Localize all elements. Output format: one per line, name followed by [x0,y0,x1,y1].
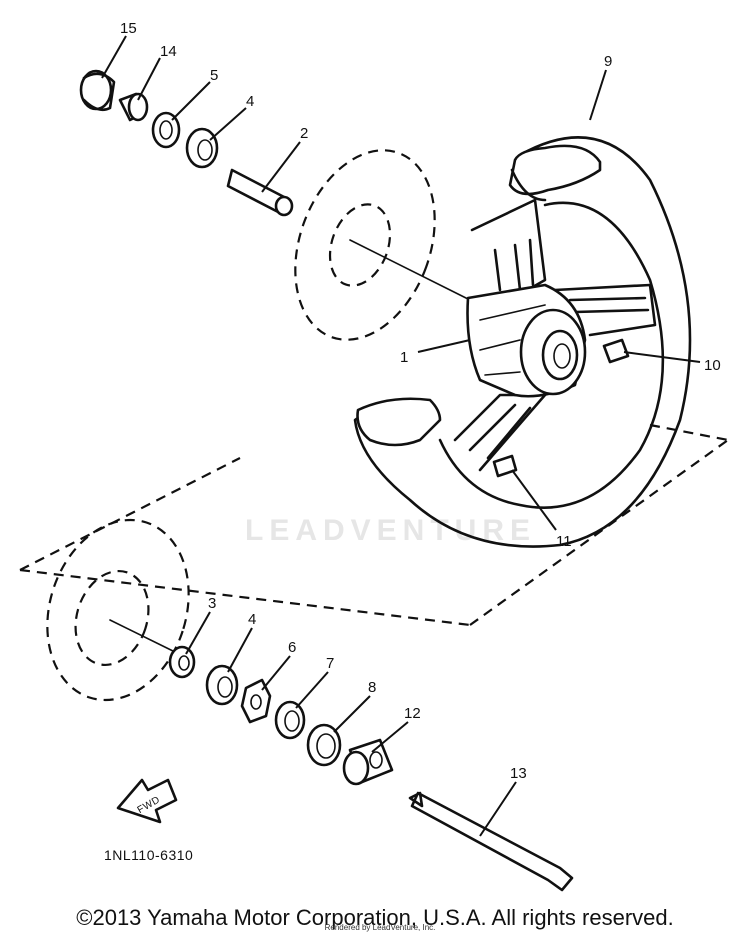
part-8-oil-seal[interactable] [306,723,342,767]
leader-6 [261,655,291,691]
part-7-seal[interactable] [274,700,306,740]
callout-3[interactable]: 3 [208,595,216,612]
part-14-collar[interactable] [118,92,149,122]
part-10-valve[interactable] [602,338,630,364]
rendered-by-credit: Rendered by LeadVenture, Inc. [324,923,436,932]
leader-5 [171,81,211,121]
callout-1[interactable]: 1 [400,349,408,366]
leader-13 [479,781,517,837]
brake-disc-left[interactable] [25,501,211,718]
part-4-bearing-upper[interactable] [185,127,219,169]
axis-line [349,239,471,301]
leader-15 [101,35,127,79]
part-13-wheel-axle[interactable] [408,791,574,892]
leader-9 [589,69,607,121]
diagram-code: 1NL110-6310 [104,847,193,863]
leader-14 [137,57,161,101]
part-3-spacer-flange[interactable] [168,645,196,679]
callout-11[interactable]: 11 [556,533,572,550]
callout-14[interactable]: 14 [160,43,177,60]
callout-9[interactable]: 9 [604,53,612,70]
callout-7[interactable]: 7 [326,655,334,672]
callout-5[interactable]: 5 [210,67,218,84]
part-12-gear-unit[interactable] [342,738,394,786]
part-9-cast-wheel[interactable] [353,136,692,548]
callout-2[interactable]: 2 [300,125,308,142]
callout-12[interactable]: 12 [404,705,421,722]
leader-3 [185,611,211,655]
part-4-bearing-lower[interactable] [205,664,239,706]
part-6-clutch-retainer[interactable] [240,678,272,724]
leader-1 [417,339,471,353]
leader-7 [295,671,329,709]
callout-4b[interactable]: 4 [248,611,256,628]
part-5-oil-seal[interactable] [151,111,181,149]
part-15-cap[interactable] [79,69,116,112]
leader-8 [333,695,371,733]
part-2-spacer[interactable] [226,168,294,217]
leader-12 [371,721,409,753]
brake-disc-right[interactable] [270,131,459,360]
forward-arrow: FWD [116,778,178,824]
callout-4a[interactable]: 4 [246,93,254,110]
axis-line-lower [109,619,176,653]
leader-10 [623,351,701,363]
leader-2 [261,141,301,193]
callout-6[interactable]: 6 [288,639,296,656]
callout-10[interactable]: 10 [704,357,721,374]
callout-13[interactable]: 13 [510,765,527,782]
leader-4a [209,107,247,141]
leader-11 [511,469,557,531]
leader-4b [227,627,253,673]
assembly-plane [19,423,729,627]
callout-15[interactable]: 15 [120,20,137,37]
copyright-notice: ©2013 Yamaha Motor Corporation, U.S.A. A… [76,905,674,930]
part-11-balance-weight[interactable] [492,454,518,478]
callout-8[interactable]: 8 [368,679,376,696]
